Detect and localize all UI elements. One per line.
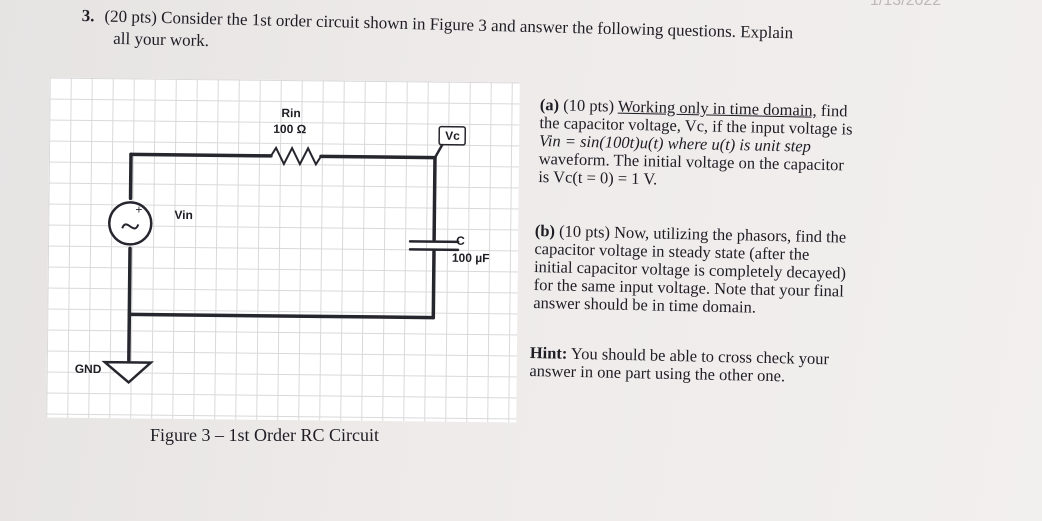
capacitor-value-label: 100 µF — [451, 250, 490, 266]
part-a: (a) (10 pts) Working only in time domain… — [538, 95, 912, 194]
capacitor-name-label: C — [456, 233, 465, 248]
part-b: (b) (10 pts) Now, utilizing the phasors,… — [533, 221, 915, 320]
wire-right-top — [432, 155, 437, 242]
resistor-zigzag — [269, 145, 322, 167]
voltage-source — [108, 201, 153, 246]
wire-right-bottom — [431, 249, 436, 320]
part-a-rest1: find — [820, 100, 848, 121]
source-sine-wave — [121, 223, 140, 230]
part-a-heading: (a) — [539, 95, 560, 115]
part-b-heading: (b) — [534, 221, 556, 241]
question-number: 3. — [81, 6, 95, 26]
wire-top-right — [319, 154, 437, 160]
part-a-pts: (10 pts) — [562, 95, 615, 116]
resistor-value-label: 100 Ω — [273, 121, 307, 137]
wire-top-left — [129, 152, 273, 158]
source-plus-sign: + — [135, 202, 142, 216]
date-fragment: 1/13/2022 — [870, 0, 942, 9]
source-label: Vin — [174, 207, 193, 223]
resistor-name-label: Rin — [281, 105, 301, 121]
node-vc-label: Vc — [445, 128, 460, 143]
ground-icon — [101, 360, 155, 385]
hint-label: Hint: — [529, 343, 568, 363]
wire-left-bottom — [127, 246, 132, 363]
figure-caption: Figure 3 – 1st Order RC Circuit — [150, 425, 379, 445]
ground-label: GND — [74, 361, 102, 377]
capacitor-plate-bottom — [408, 248, 460, 252]
question-text-line2: all your work. — [112, 28, 210, 51]
vc-probe-box — [438, 125, 467, 146]
wire-bottom — [127, 312, 436, 320]
capacitor-plate-top — [408, 240, 460, 244]
circuit-schematic: + — [101, 125, 467, 385]
circuit-figure: + Rin 100 Ω Vin Vc C 100 µF GND — [46, 77, 520, 423]
